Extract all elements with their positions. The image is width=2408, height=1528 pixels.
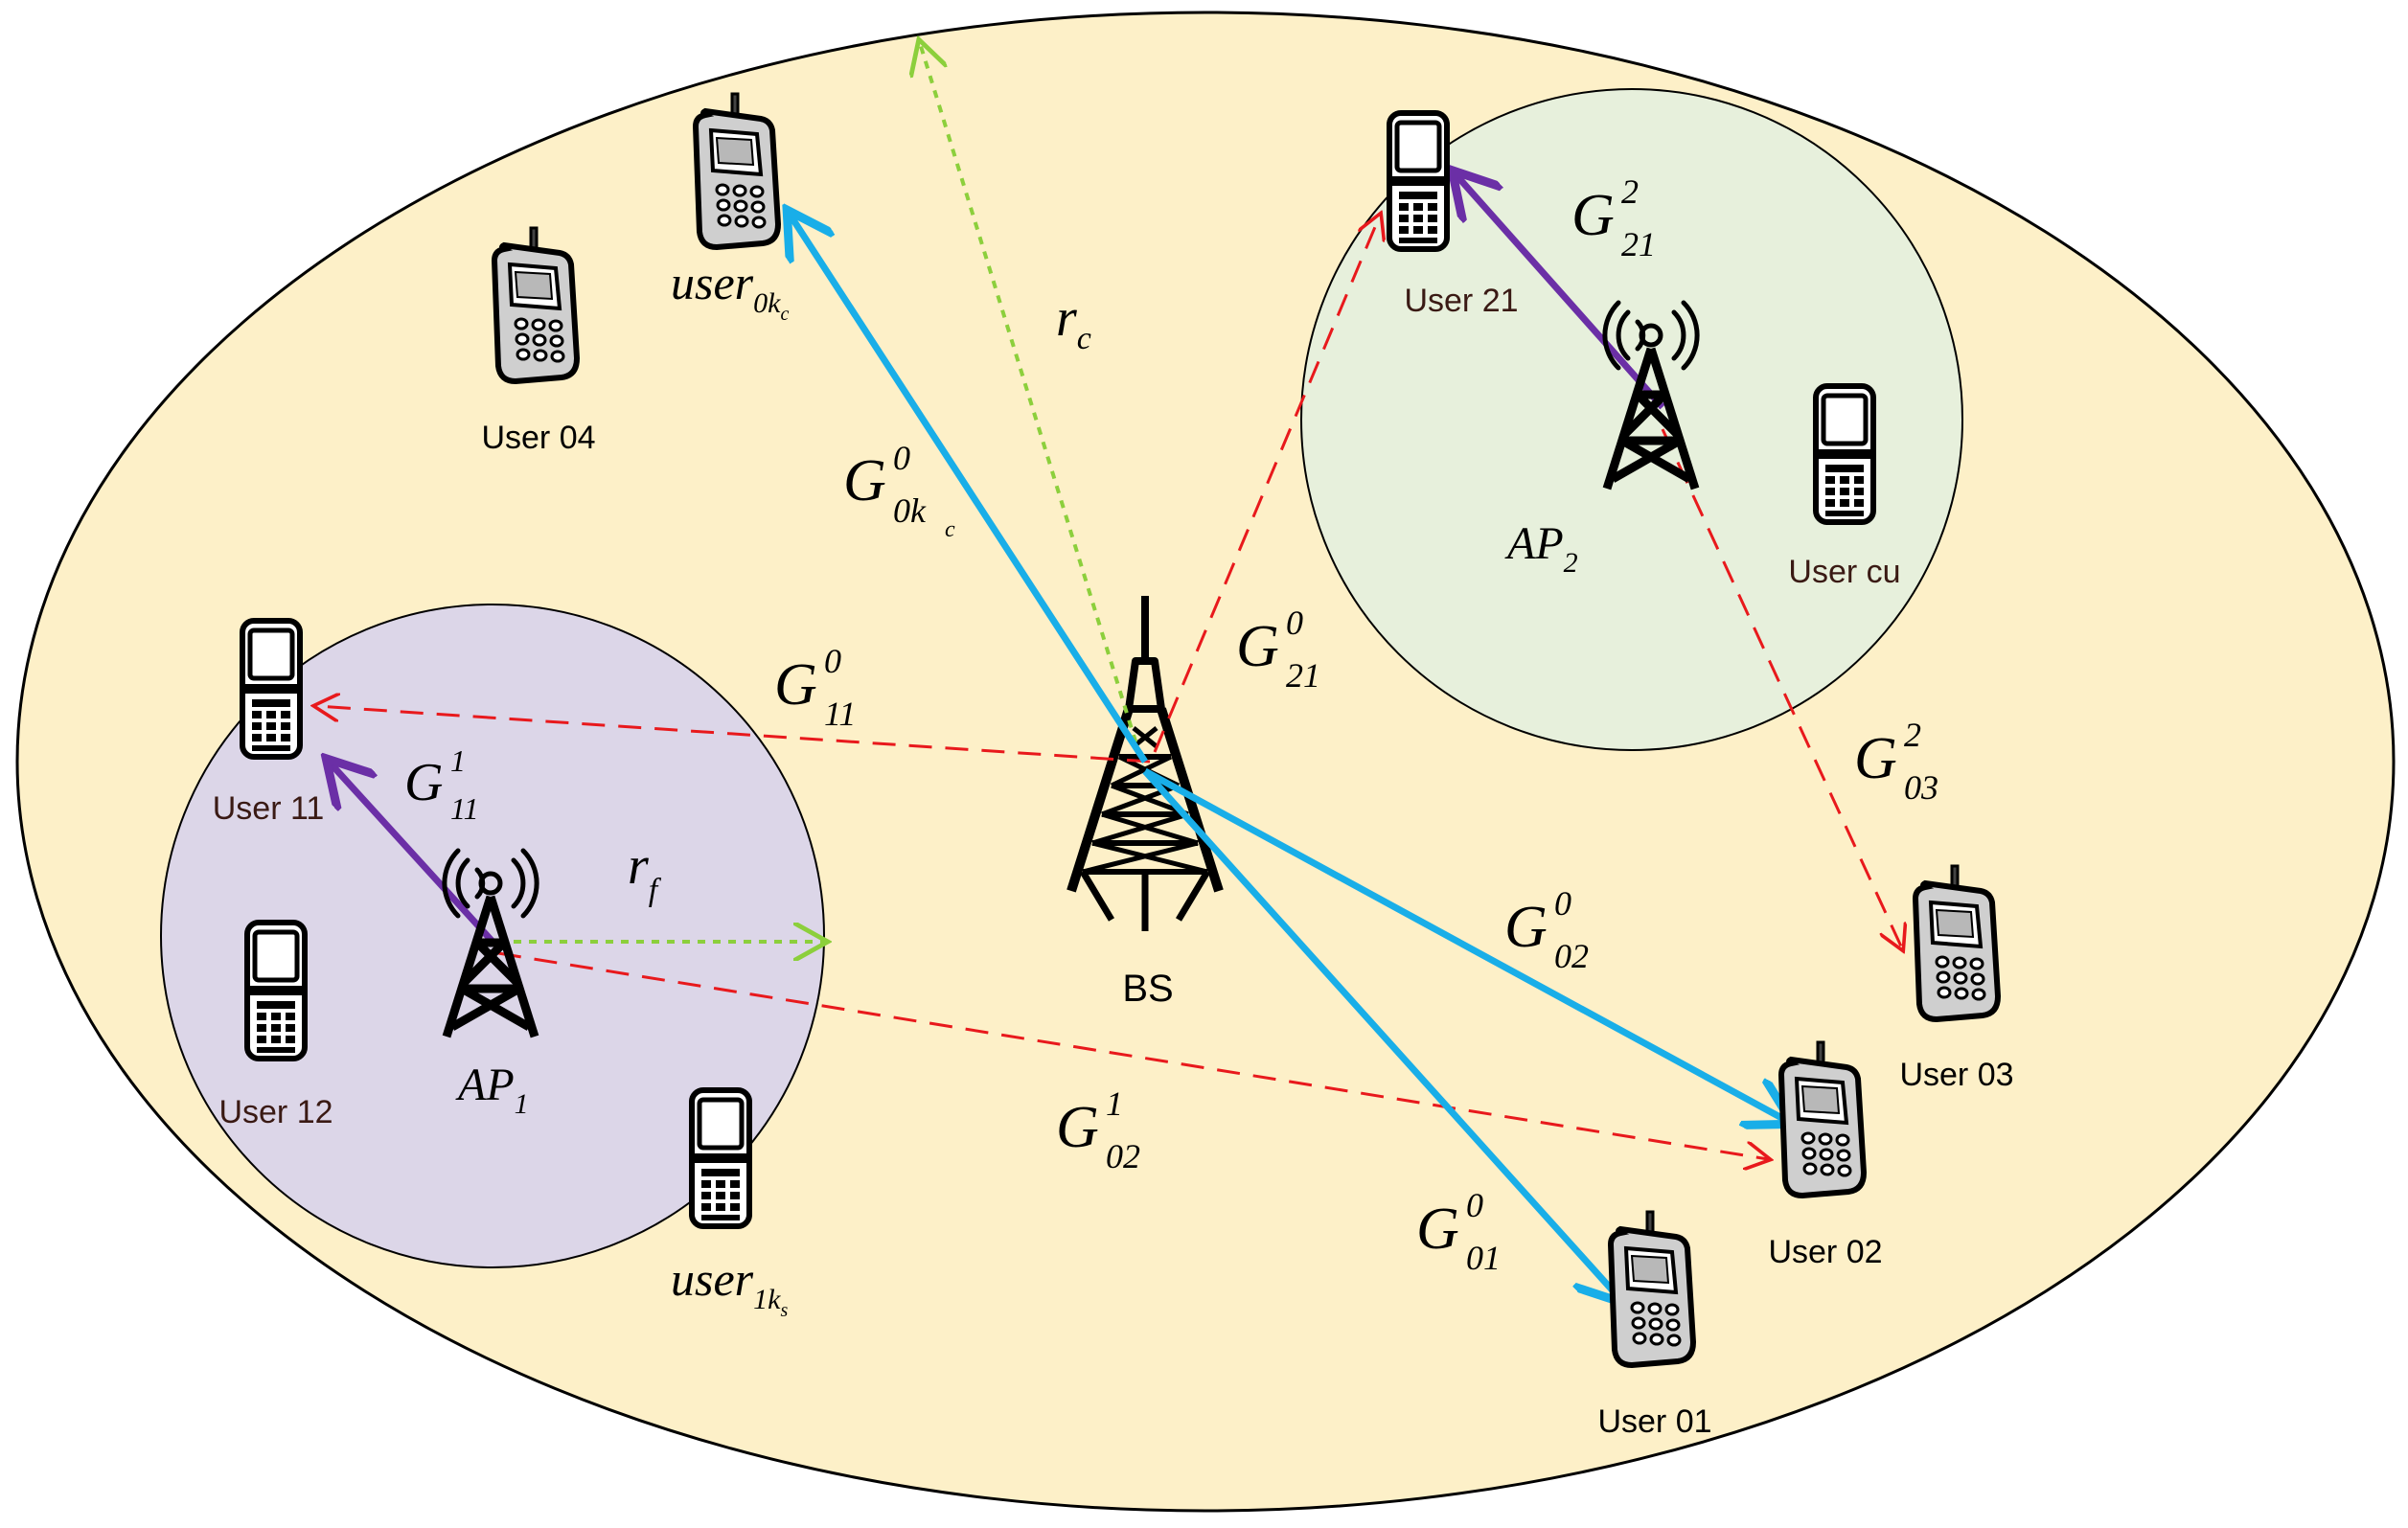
svg-text:0: 0: [1286, 604, 1303, 642]
svg-text:0: 0: [824, 642, 841, 680]
svg-text:2: 2: [1904, 716, 1921, 754]
bs-label: BS: [1122, 968, 1173, 1010]
base-station-icon: [1066, 596, 1224, 931]
user-cu-phone-icon: [1814, 386, 1875, 522]
svg-text:0: 0: [1466, 1186, 1483, 1224]
svg-text:03: 03: [1904, 768, 1938, 807]
svg-text:G: G: [1236, 614, 1279, 679]
svg-text:1: 1: [1106, 1084, 1123, 1123]
interference-links: [316, 216, 1902, 1159]
g-02-0-label: G 0 02: [1504, 884, 1589, 975]
svg-text:02: 02: [1554, 937, 1589, 975]
svg-text:G: G: [843, 448, 886, 513]
user-1ks-phone-icon: [690, 1090, 751, 1226]
svg-text:G: G: [1056, 1095, 1099, 1160]
svg-text:1: 1: [450, 743, 466, 778]
user-03-label: User 03: [1899, 1057, 2013, 1093]
user-21-label: User 21: [1404, 283, 1518, 319]
svg-text:0: 0: [893, 439, 910, 477]
svg-text:21: 21: [1621, 225, 1656, 263]
user-12-phone-icon: [245, 923, 307, 1059]
g-21-2-label: G 2 21: [1571, 172, 1656, 263]
g-11-1-label: G 1 11: [404, 743, 479, 826]
user-21-phone-icon: [1387, 113, 1449, 249]
macro-links: [791, 216, 1787, 1298]
svg-text:G: G: [1854, 726, 1897, 791]
svg-text:G: G: [774, 652, 817, 718]
user-04-label: User 04: [481, 420, 595, 456]
svg-text:c: c: [945, 517, 955, 542]
svg-text:11: 11: [450, 791, 479, 826]
rc-label: rc: [1056, 288, 1091, 356]
radius-links: [498, 43, 1142, 942]
svg-text:G: G: [1416, 1197, 1459, 1262]
g-21-0-label: G 0 21: [1236, 604, 1320, 695]
user-01-label: User 01: [1597, 1403, 1711, 1440]
femto-links: [331, 175, 1665, 946]
user-0kc-label: user0kc: [671, 256, 789, 325]
g-11-0-label: G 0 11: [774, 642, 856, 733]
svg-text:G: G: [404, 753, 443, 812]
svg-text:G: G: [1571, 183, 1615, 248]
svg-text:0k: 0k: [893, 491, 927, 530]
user-11-label: User 11: [213, 790, 325, 827]
user-11-phone-icon: [241, 621, 302, 757]
user-cu-label: User cu: [1788, 554, 1900, 590]
user-1ks-label: user1ks: [671, 1252, 788, 1321]
user-02-label: User 02: [1768, 1234, 1882, 1270]
svg-text:02: 02: [1106, 1137, 1140, 1175]
svg-text:11: 11: [824, 695, 856, 733]
g-0kc-label: G 0 0k c: [843, 439, 955, 542]
svg-text:2: 2: [1621, 172, 1639, 211]
svg-text:21: 21: [1286, 656, 1320, 695]
g-02-1-label: G 1 02: [1056, 1084, 1140, 1175]
ap-2-label: AP2: [1504, 518, 1578, 579]
svg-text:G: G: [1504, 895, 1548, 960]
user-12-label: User 12: [218, 1094, 333, 1130]
svg-text:0: 0: [1554, 884, 1571, 923]
ap-1-label: AP1: [455, 1060, 529, 1120]
g-03-2-label: G 2 03: [1854, 716, 1938, 807]
g-01-0-label: G 0 01: [1416, 1186, 1501, 1277]
svg-text:01: 01: [1466, 1239, 1501, 1277]
